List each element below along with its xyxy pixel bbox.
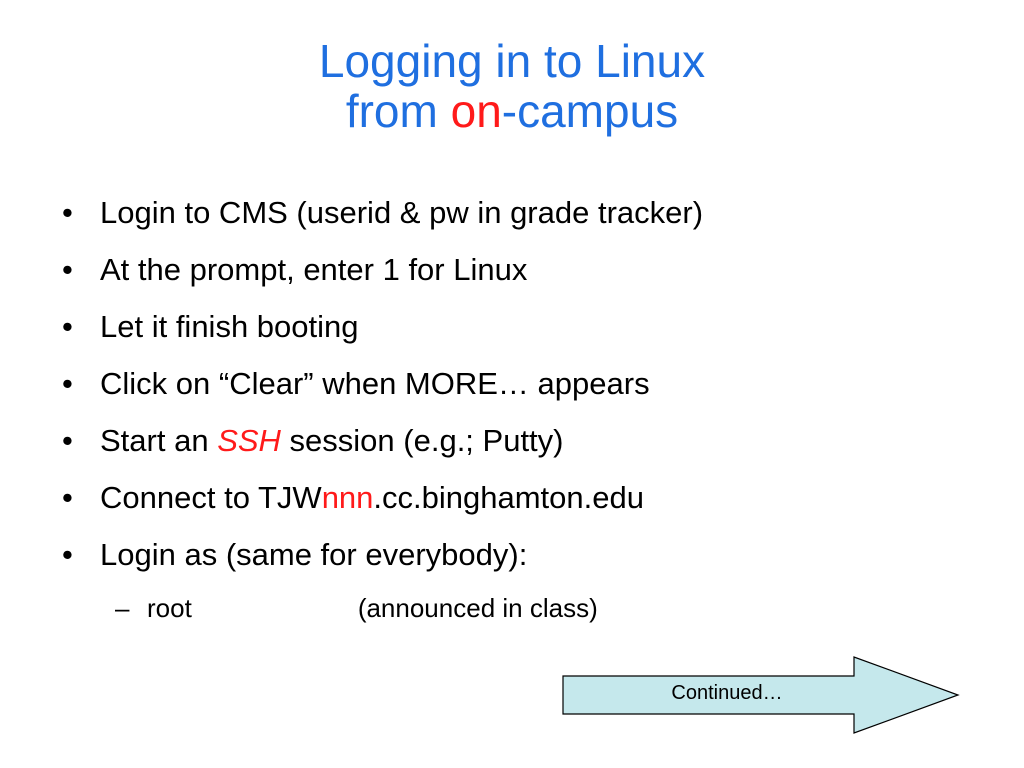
bullet-item: • Connect to TJWnnn.cc.binghamton.edu	[62, 475, 982, 532]
bullet-item: • Login as (same for everybody):	[62, 532, 982, 589]
bullet-text: At the prompt, enter 1 for Linux	[100, 252, 528, 287]
slide-title: Logging in to Linux from on-campus	[0, 36, 1024, 136]
bullet-dot: •	[62, 480, 73, 515]
bullet-dot: •	[62, 366, 73, 401]
bullet-list: • Login to CMS (userid & pw in grade trac…	[62, 190, 982, 589]
host-number-placeholder: nnn	[321, 480, 374, 515]
bullet-dot: •	[62, 309, 73, 344]
sub-bullet-root: root	[147, 593, 192, 623]
bullet-dot: •	[62, 537, 73, 572]
bullet-text-post: .cc.binghamton.edu	[373, 480, 644, 515]
bullet-dot: •	[62, 423, 73, 458]
right-arrow-icon	[562, 656, 960, 734]
bullet-text-pre: Start an	[100, 423, 218, 458]
bullet-text: Login to CMS (userid & pw in grade track…	[100, 195, 704, 230]
bullet-dot: •	[62, 195, 73, 230]
bullet-item: • Login to CMS (userid & pw in grade trac…	[62, 190, 982, 247]
title-line-2-post: -campus	[501, 85, 679, 137]
title-highlight-on: on	[450, 85, 502, 137]
sub-bullet-announced: (announced in class)	[357, 593, 598, 623]
sub-bullet: –root (announced in class)	[115, 592, 598, 624]
title-line-2-pre: from	[345, 85, 451, 137]
bullet-text-pre: Connect to TJW	[100, 480, 322, 515]
bullet-item: • Start an SSH session (e.g.; Putty)	[62, 418, 982, 475]
sub-bullet-dash: –	[115, 593, 130, 623]
bullet-item: • Click on “Clear” when MORE… appears	[62, 361, 982, 418]
continued-label: Continued…	[671, 682, 783, 704]
title-line-1: Logging in to Linux	[318, 35, 706, 87]
ssh-emphasis: SSH	[217, 423, 281, 458]
bullet-text: Let it finish booting	[100, 309, 359, 344]
bullet-item: • Let it finish booting	[62, 304, 982, 361]
bullet-text: Click on “Clear” when MORE… appears	[100, 366, 650, 401]
title-line-2: from on-campus	[0, 86, 1024, 136]
bullet-dot: •	[62, 252, 73, 287]
bullet-text-post: session (e.g.; Putty)	[280, 423, 564, 458]
continued-arrow-button[interactable]: Continued…	[562, 656, 960, 734]
bullet-text: Login as (same for everybody):	[100, 537, 528, 572]
bullet-item: • At the prompt, enter 1 for Linux	[62, 247, 982, 304]
